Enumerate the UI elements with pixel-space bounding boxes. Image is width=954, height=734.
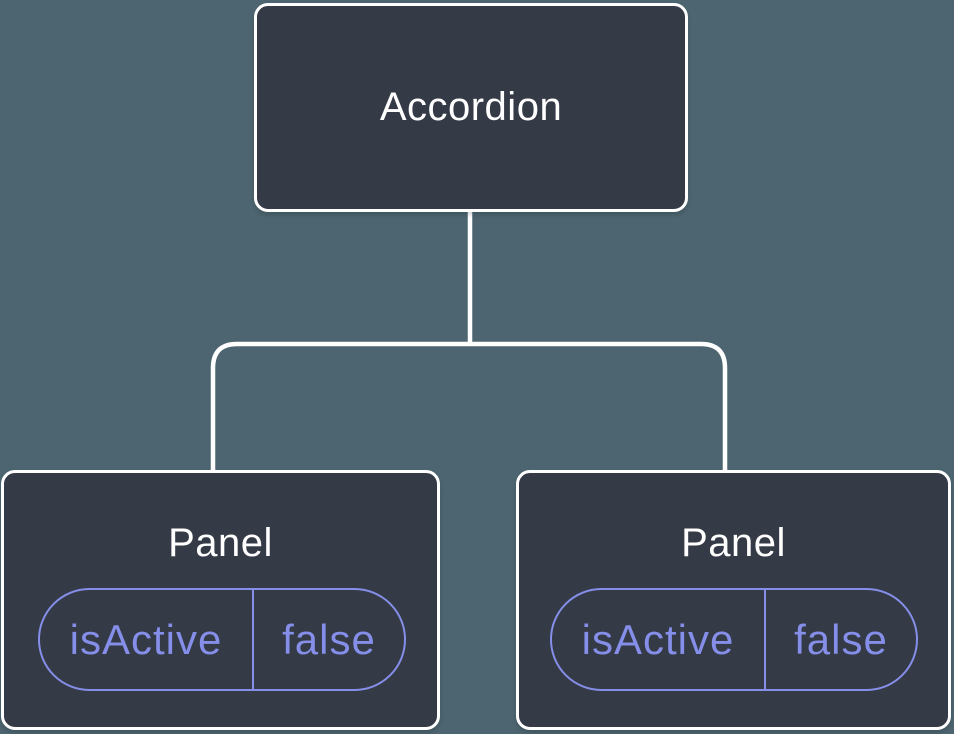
state-key-cell: isActive (40, 590, 254, 689)
state-key-label: isActive (69, 615, 223, 663)
state-key-label: isActive (581, 615, 735, 663)
state-value-cell: false (254, 590, 404, 689)
node-panel-left-label: Panel (168, 521, 273, 565)
node-panel-right-label: Panel (681, 521, 786, 565)
node-panel-left: Panel isActive false (1, 470, 440, 730)
state-value-label: false (282, 615, 376, 663)
node-accordion: Accordion (254, 3, 688, 212)
state-pill-left: isActive false (38, 588, 406, 691)
state-key-cell: isActive (552, 590, 766, 689)
connector-branch-bracket (210, 341, 728, 472)
node-panel-right: Panel isActive false (516, 470, 951, 730)
state-pill-right: isActive false (550, 588, 918, 691)
node-accordion-label: Accordion (379, 85, 563, 129)
state-value-cell: false (766, 590, 916, 689)
state-value-label: false (794, 615, 888, 663)
